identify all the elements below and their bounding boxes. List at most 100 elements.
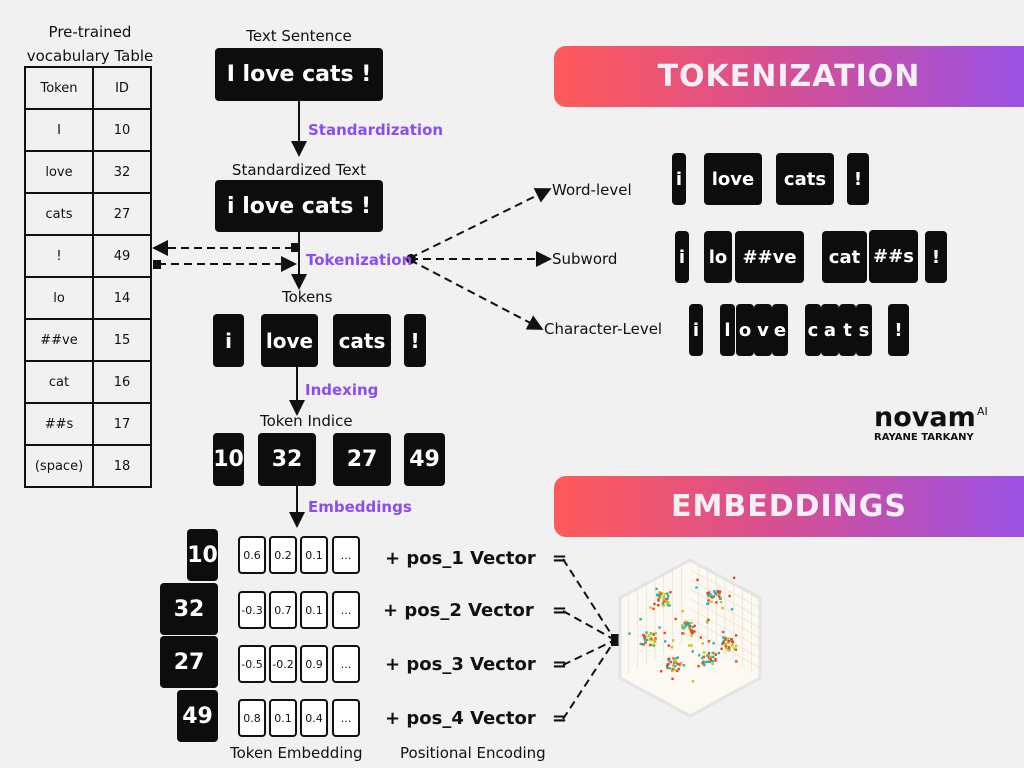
- scatter-point: [649, 636, 652, 639]
- text-sentence-label: Text Sentence: [246, 27, 352, 45]
- node-square-2: [153, 260, 161, 269]
- scatter-point: [669, 660, 673, 664]
- scatter-point: [642, 643, 645, 646]
- embeddings-node: [611, 634, 620, 646]
- scatter-point: [688, 644, 691, 647]
- scatter-point: [660, 670, 663, 673]
- scatter-point: [690, 644, 693, 647]
- embeddings-banner-text: EMBEDDINGS: [670, 489, 907, 524]
- method-subword-label: Subword: [552, 250, 618, 268]
- scatter-point: [664, 640, 667, 643]
- scatter-point: [650, 637, 653, 641]
- scatter-point: [707, 640, 711, 643]
- vocab-token: love: [24, 150, 94, 194]
- scatter-point: [708, 660, 711, 663]
- scatter-point: [718, 590, 722, 593]
- char-piece: s: [856, 304, 872, 356]
- scatter-point: [656, 593, 659, 597]
- scatter-point: [663, 631, 666, 635]
- scatter-point: [697, 664, 700, 668]
- char-piece: o: [736, 304, 754, 356]
- scatter-point: [661, 602, 664, 605]
- subword-piece: cat: [822, 231, 867, 283]
- word-piece: !: [847, 153, 869, 205]
- scatter-point: [707, 656, 711, 660]
- scatter-point: [727, 646, 731, 649]
- scatter-point: [709, 658, 712, 661]
- token-box: i: [213, 314, 244, 367]
- scatter-point: [666, 592, 669, 595]
- scatter-point: [724, 646, 728, 650]
- scatter-point: [688, 626, 691, 630]
- vocab-id: 32: [92, 150, 152, 194]
- scatter-point: [690, 631, 694, 635]
- cube-grid: [628, 564, 761, 674]
- scatter-point: [682, 627, 685, 630]
- vocab-token: cat: [24, 360, 94, 404]
- scatter-point: [734, 644, 738, 648]
- scatter-point: [722, 641, 725, 645]
- scatter-point: [642, 633, 645, 637]
- scatter-point: [707, 591, 711, 594]
- subword-piece: ##s: [869, 230, 918, 283]
- vocab-id: 27: [92, 192, 152, 236]
- scatter-point: [727, 639, 731, 643]
- vocab-id: 17: [92, 402, 152, 446]
- embedding-value: 0.6: [238, 536, 266, 574]
- scatter-point: [657, 604, 660, 607]
- scatter-point: [657, 599, 660, 602]
- scatter-point: [714, 659, 717, 662]
- vocab-header-id: ID: [92, 66, 152, 110]
- standardized-text-box: i love cats !: [215, 180, 383, 232]
- embedding-id-box: 27: [160, 636, 218, 688]
- embedding-value: ...: [332, 645, 360, 683]
- scatter-point: [687, 621, 691, 625]
- scatter-point: [698, 654, 701, 657]
- scatter-point: [655, 587, 658, 591]
- scatter-point: [696, 578, 699, 582]
- vocab-title: Pre-trained vocabulary Table: [20, 20, 160, 68]
- scatter-point: [693, 630, 696, 633]
- scatter-point: [706, 654, 709, 658]
- scatter-point: [654, 632, 657, 635]
- scatter-point: [675, 657, 678, 660]
- arrow-character-level: [409, 259, 544, 330]
- equals-sign: =: [552, 654, 568, 675]
- subword-piece: !: [925, 231, 947, 283]
- scatter-point: [662, 600, 665, 603]
- method-character-level-label: Character-Level: [544, 320, 663, 338]
- scatter-point: [668, 659, 671, 663]
- scatter-point: [643, 636, 646, 639]
- subword-piece: i: [675, 231, 689, 283]
- scatter-point: [693, 624, 696, 628]
- scatter-point: [658, 626, 661, 629]
- scatter-point: [652, 644, 656, 647]
- scatter-point: [724, 636, 727, 640]
- embedding-space-plot: [618, 558, 762, 718]
- scatter-point: [699, 636, 702, 639]
- scatter-point: [719, 597, 722, 600]
- scatter-point: [724, 642, 727, 646]
- scatter-point: [654, 637, 657, 640]
- embedding-value: 0.7: [269, 591, 297, 629]
- scatter-point: [706, 660, 710, 663]
- scatter-point: [702, 659, 705, 663]
- scatter-point: [659, 596, 662, 599]
- scatter-point: [684, 624, 687, 627]
- tokens-label: Tokens: [282, 288, 333, 306]
- scatter-point: [628, 632, 631, 635]
- scatter-point: [707, 618, 710, 621]
- scatter-point: [709, 593, 712, 596]
- scatter-point: [645, 631, 648, 634]
- scatter-point: [735, 660, 738, 663]
- scatter-point: [672, 639, 675, 642]
- token-embedding-label: Token Embedding: [230, 744, 363, 762]
- scatter-point: [706, 620, 709, 623]
- scatter-point: [715, 594, 718, 597]
- scatter-point: [650, 632, 654, 636]
- scatter-point: [734, 648, 737, 651]
- scatter-point: [676, 656, 679, 659]
- tokenization-node: [406, 254, 416, 264]
